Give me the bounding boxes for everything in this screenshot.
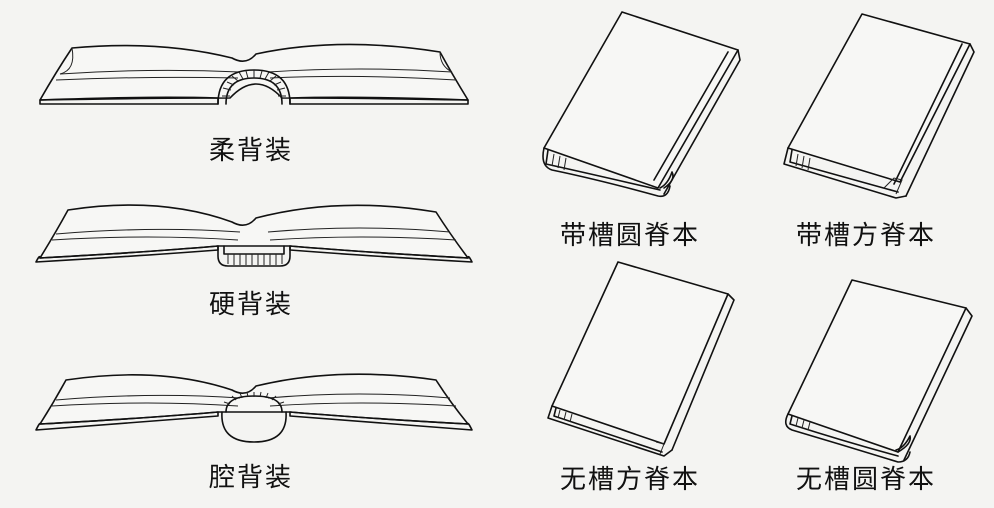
hollow-back-label: 腔背装 <box>209 463 294 493</box>
grooved-square-spine-label: 带槽方脊本 <box>796 221 937 251</box>
grooved-round-spine-book <box>542 11 741 198</box>
ungrooved-round-spine-label: 无槽圆脊本 <box>796 465 937 495</box>
soft-back-open-book <box>39 43 469 105</box>
hollow-back-open-book <box>35 373 473 443</box>
ungrooved-round-spine-book <box>784 279 973 463</box>
ungrooved-square-spine-book <box>547 261 735 457</box>
hard-back-label: 硬背装 <box>209 290 294 320</box>
grooved-square-spine-book <box>783 13 975 199</box>
ungrooved-square-spine-label: 无槽方脊本 <box>560 465 701 495</box>
hard-back-open-book <box>35 204 473 267</box>
grooved-round-spine-label: 带槽圆脊本 <box>560 221 701 251</box>
soft-back-label: 柔背装 <box>209 136 294 166</box>
